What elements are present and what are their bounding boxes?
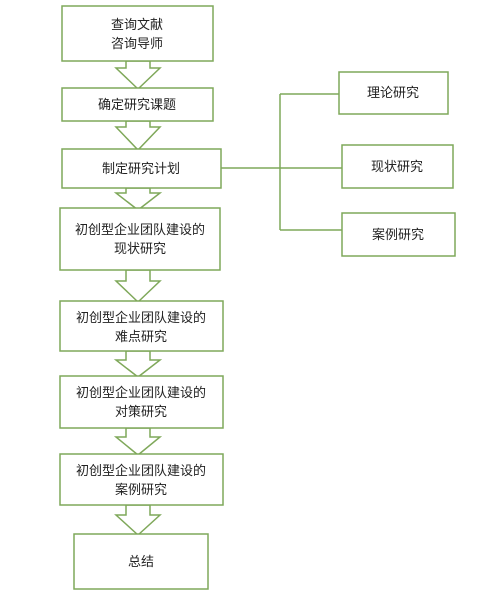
arrow-down-icon	[113, 427, 163, 456]
step-5-line-1: 初创型企业团队建设的	[76, 310, 206, 326]
arrow-down-icon	[114, 120, 162, 152]
flow-box-step-7	[59, 453, 224, 506]
step-4-line-2: 现状研究	[114, 242, 166, 257]
flow-arrows	[113, 60, 163, 537]
step-3-label: 制定研究计划	[102, 162, 180, 177]
step-6-line-2: 对策研究	[115, 404, 167, 420]
arrow-down-icon	[113, 187, 163, 211]
branch-2-label: 现状研究	[371, 160, 423, 175]
flow-box-step-2	[61, 87, 214, 122]
flow-box-step-6	[59, 375, 224, 429]
step-1-line-2: 咨询导师	[111, 37, 163, 52]
step-8-label: 总结	[128, 555, 154, 570]
step-7-line-1: 初创型企业团队建设的	[76, 463, 206, 479]
flow-box-step-1	[61, 5, 214, 62]
step-7-line-2: 案例研究	[115, 483, 167, 498]
branch-box-3	[341, 212, 456, 257]
flow-box-step-8	[73, 533, 209, 590]
branch-box-1	[338, 71, 449, 115]
arrow-down-icon	[114, 504, 162, 537]
arrow-down-icon	[114, 60, 162, 91]
branch-bracket	[221, 93, 342, 231]
arrow-down-icon	[114, 269, 162, 304]
flow-box-step-5	[59, 300, 224, 352]
branch-1-label: 理论研究	[367, 86, 419, 101]
step-6-line-1: 初创型企业团队建设的	[76, 385, 206, 401]
branch-3-label: 案例研究	[372, 228, 424, 243]
arrow-down-icon	[113, 350, 163, 378]
step-5-line-2: 难点研究	[115, 330, 167, 345]
step-4-line-1: 初创型企业团队建设的	[75, 222, 205, 238]
branch-box-2	[341, 144, 454, 189]
step-2-label: 确定研究课题	[98, 98, 176, 113]
flow-box-step-4	[59, 207, 221, 271]
step-1-line-1: 查询文献	[111, 18, 163, 33]
